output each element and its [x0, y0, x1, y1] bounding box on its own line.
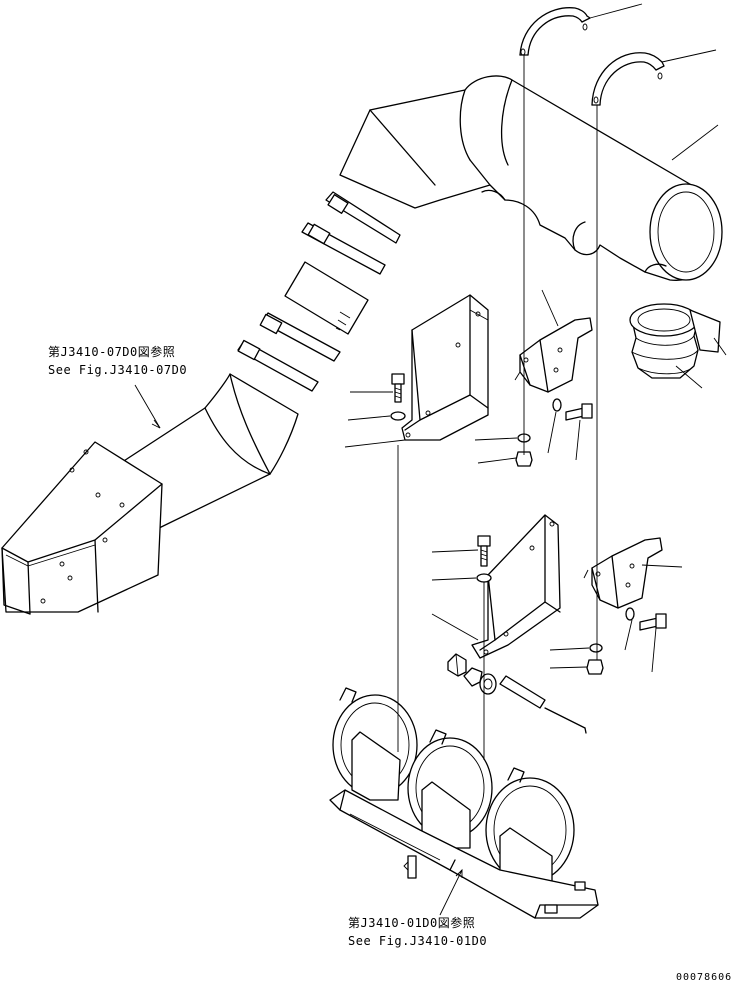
duct-box: [1, 441, 163, 615]
reference-label-2-en: See Fig.J3410-01D0: [348, 934, 488, 948]
leader-strap-1: [589, 3, 643, 19]
upper-nut: [515, 451, 533, 467]
upper-bolt: [391, 373, 405, 403]
lower-small-washer: [589, 643, 603, 653]
lower-nut: [586, 659, 604, 675]
tube: [499, 675, 546, 709]
elbow-fitting: [447, 653, 467, 677]
leader-base-frame-arrow: [455, 868, 463, 878]
muffler-body: [339, 75, 723, 281]
reference-label-2-ja: 第J3410-01D0図参照: [348, 916, 476, 930]
coupler: [479, 673, 497, 695]
callout-leaders: [344, 371, 683, 673]
hose-3: [259, 312, 341, 362]
upper-clamp-bracket: [519, 317, 593, 393]
leader-base-frame: [439, 869, 463, 916]
lower-bracket: [471, 514, 561, 659]
wire: [544, 707, 586, 729]
leader-muffler: [671, 124, 719, 161]
base-frame: [329, 789, 599, 919]
leader-strap-2: [661, 49, 717, 63]
connector-fitting: [463, 667, 483, 687]
hose-4: [237, 339, 319, 392]
reference-label-1-en: See Fig.J3410-07D0: [48, 363, 188, 377]
filter-element: [284, 261, 369, 335]
upper-washer-2: [552, 398, 562, 412]
lower-washer: [476, 573, 492, 583]
upper-bracket: [401, 294, 489, 441]
leader-upper-clamp-bracket: [541, 289, 559, 327]
upper-strap-2: [591, 52, 665, 106]
alignment-lines: [397, 55, 598, 760]
lower-washer-2: [625, 607, 635, 621]
upper-strap-1: [519, 7, 591, 56]
clamp-ring-1: [332, 687, 418, 801]
lower-clamp-bracket: [591, 537, 663, 609]
hose-2: [301, 222, 386, 275]
leader-duct: [134, 384, 161, 429]
upper-washer: [390, 411, 406, 421]
leader-duct-arrow: [151, 419, 161, 429]
leader-bellows: [675, 365, 703, 389]
wire-end: [584, 727, 587, 734]
lower-bolt: [477, 535, 491, 567]
bellows: [629, 303, 721, 379]
upper-bolt-2: [565, 403, 593, 421]
clamp-ring-2: [407, 729, 493, 849]
drawing-number: 00078606: [676, 972, 733, 983]
hose-1: [325, 191, 401, 244]
reference-label-1-ja: 第J3410-07D0図参照: [48, 345, 176, 359]
lower-bolt-2: [639, 613, 667, 631]
leader-bellows-clamp: [713, 337, 727, 356]
